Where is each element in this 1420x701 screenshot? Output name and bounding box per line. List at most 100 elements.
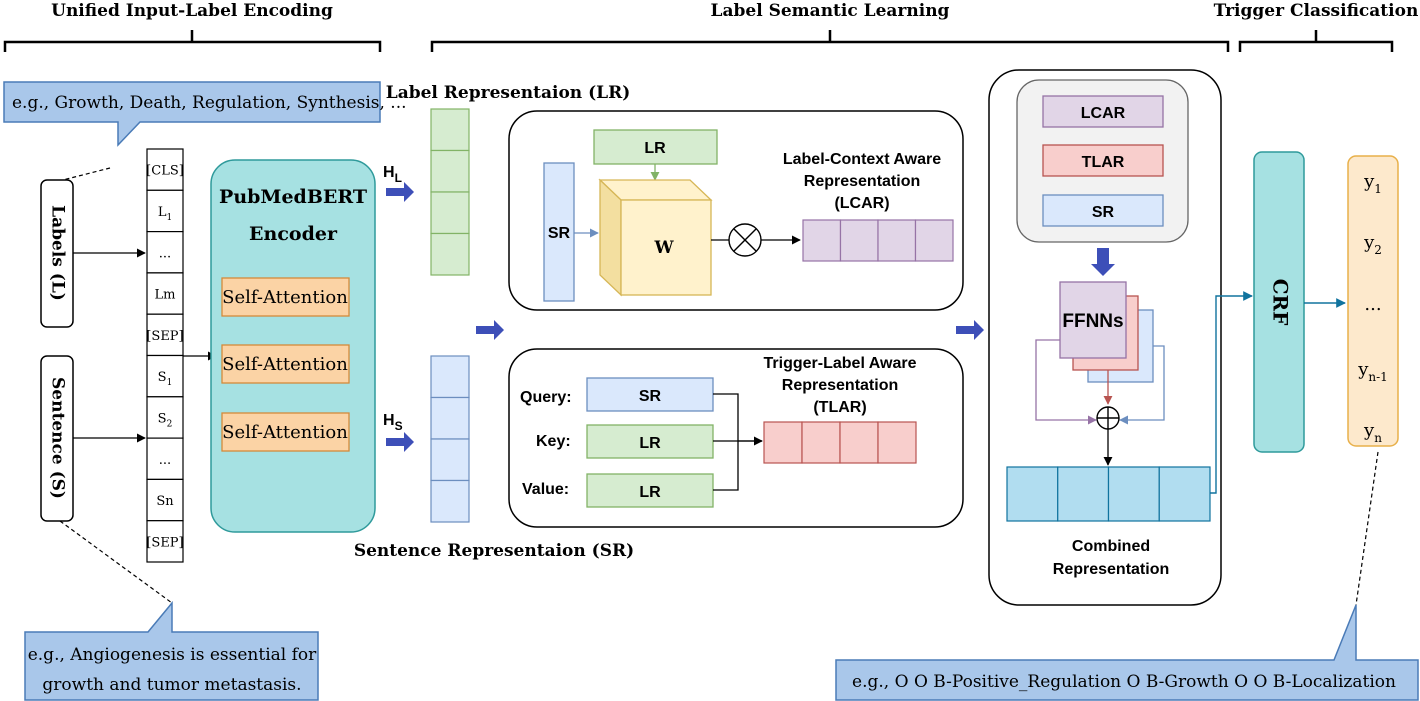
callout-shape (835, 604, 1419, 701)
sr-vector-cell (430, 355, 470, 399)
header-label-semantic: Label Semantic Learning (430, 1, 1230, 52)
lcar-vector (802, 219, 954, 262)
key-label: Key: (536, 433, 571, 450)
value-label: Value: (522, 481, 569, 498)
lr-vector-cell (430, 232, 470, 276)
output-label: ... (1364, 294, 1381, 315)
token-cell: [SEP] (146, 520, 184, 563)
lr-vector (430, 108, 470, 276)
output-example-text: e.g., O O B-Positive_Regulation O B-Grow… (852, 672, 1396, 692)
token-cell: L1 (146, 189, 184, 233)
token-text: ... (159, 246, 171, 261)
lcar-sr-bar (543, 162, 575, 302)
hs-text: HS (383, 412, 403, 433)
combined-vector (1006, 466, 1211, 522)
w-text: W (653, 238, 674, 258)
combine-panel: LCAR TLAR SR FFNNs Combined Representati… (988, 69, 1222, 606)
key-box (586, 424, 714, 459)
tlar-vector-cell (801, 421, 841, 464)
combined-title-2: Representation (1053, 561, 1169, 578)
token-cell: S2 (146, 396, 184, 439)
token-cell: ... (146, 437, 184, 481)
query-box-text: SR (639, 388, 662, 405)
token-text: [SEP] (146, 329, 183, 344)
header-unified: Unified Input-Label Encoding (3, 1, 382, 52)
token-cell: [CLS] (146, 148, 184, 191)
multiply-icon (728, 223, 762, 257)
tlar-panel: Query: Key: Value: SR LR LR Trigger-Labe… (508, 348, 964, 528)
encoder-title-2: Encoder (249, 223, 338, 245)
sr-title: Sentence Representaion (SR) (354, 541, 634, 561)
token-text: [CLS] (146, 164, 184, 179)
combined-to-crf-arrow (1210, 291, 1253, 494)
self-attention-layer: Self-Attention (221, 277, 350, 317)
combined-vector-cell (1006, 466, 1059, 522)
lcar-vector-cell (914, 219, 954, 262)
self-attention-layer: Self-Attention (221, 344, 350, 384)
lcar-panel: SR LR W Label-Context Aware Representati… (508, 110, 964, 311)
lcar-lr-box (593, 129, 718, 165)
output-dash-link (1355, 451, 1379, 606)
tlar-title-1: Trigger-Label Aware (764, 355, 917, 372)
labels-dash-link (54, 167, 111, 183)
lcar-vector-cell (839, 219, 879, 262)
token-text: Sn (156, 494, 174, 509)
header-trigger: Trigger Classification (1214, 1, 1418, 52)
token-cell: Lm (146, 272, 184, 315)
pubmedbert-encoder: PubMedBERT Encoder Self-AttentionSelf-At… (210, 159, 376, 533)
labels-input-text: Labels (L) (48, 205, 68, 301)
combined-vector-cell (1107, 466, 1160, 522)
crf-block: CRF (1253, 151, 1305, 453)
lcar-title-3: (LCAR) (834, 195, 889, 212)
sentence-example-line1: e.g., Angiogenesis is essential for (28, 645, 317, 665)
output-example-callout: e.g., O O B-Positive_Regulation O B-Grow… (835, 604, 1419, 701)
key-box-text: LR (639, 435, 661, 452)
stack-to-ffnn-arrow (1091, 248, 1115, 276)
query-label: Query: (520, 389, 572, 406)
tlar-vector (763, 421, 917, 464)
lr-vector-cell (430, 149, 470, 193)
sr-box-text: SR (1092, 204, 1115, 221)
self-attention-layer: Self-Attention (221, 412, 350, 452)
output-label: y1 (1363, 171, 1382, 196)
token-cell: [SEP] (146, 313, 184, 357)
sr-vector-cell (430, 438, 470, 482)
crf-text: CRF (1269, 279, 1293, 326)
lcar-vector-cell (802, 219, 842, 262)
token-text: S2 (158, 411, 173, 429)
lr-title: Label Representaion (LR) (386, 83, 631, 103)
bracket-trigger (1238, 30, 1394, 52)
labels-example-callout: e.g., Growth, Death, Regulation, Synthes… (3, 81, 407, 147)
tlar-box-text: TLAR (1082, 154, 1125, 171)
token-text: L1 (158, 205, 172, 223)
token-cell: S1 (146, 354, 184, 398)
query-box (586, 377, 714, 412)
attention-layers: Self-AttentionSelf-AttentionSelf-Attenti… (221, 277, 350, 452)
tlar-vector-cell (839, 421, 879, 464)
to-combine-arrow (956, 320, 984, 340)
bracket-label-semantic (430, 30, 1230, 52)
mid-arrow (476, 320, 504, 340)
output-label: y2 (1363, 232, 1382, 257)
token-cell: Sn (146, 478, 184, 522)
lcar-title-1: Label-Context Aware (783, 151, 941, 168)
sr-box (1042, 194, 1164, 227)
encoder-title-1: PubMedBERT (219, 186, 367, 208)
output-label: yn (1363, 420, 1382, 445)
callout-shape (3, 81, 381, 147)
labels-input-box: Labels (L) (40, 179, 74, 328)
labels-example-text: e.g., Growth, Death, Regulation, Synthes… (12, 93, 407, 113)
combined-vector-cell (1158, 466, 1211, 522)
lcar-title-2: Representation (804, 173, 920, 190)
combined-vector-cell (1057, 466, 1110, 522)
tlar-title-3: (TLAR) (813, 399, 866, 416)
lcar-box (1042, 95, 1164, 128)
tlar-vector-cell (877, 421, 917, 464)
lr-vector-cell (430, 108, 470, 152)
hs-arrow (386, 432, 414, 452)
tlar-vector-cell (763, 421, 803, 464)
ffnn3-to-sum (1119, 345, 1165, 425)
